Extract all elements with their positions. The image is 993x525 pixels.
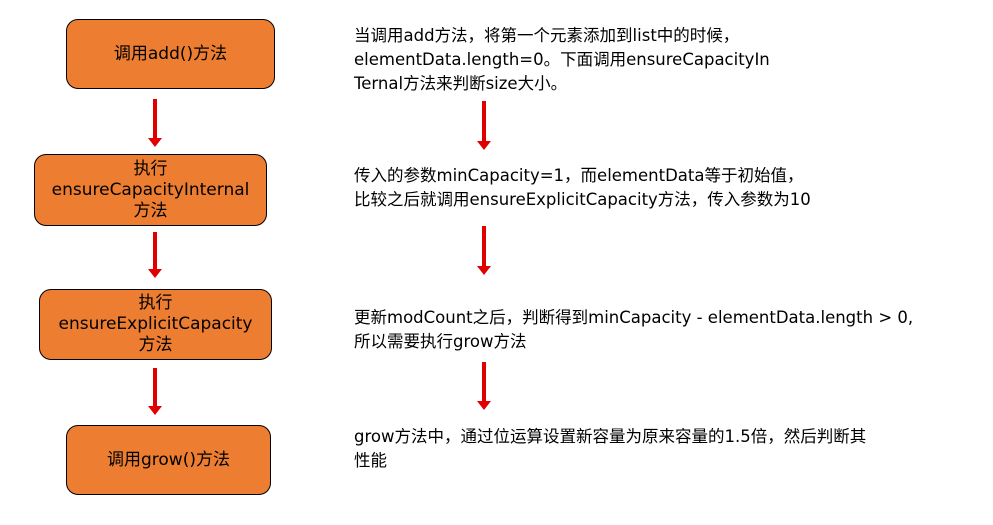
note-ensure-explicit-capacity: 更新modCount之后，判断得到minCapacity - elementDa… — [354, 306, 913, 354]
note-add-line-2: elementData.length=0。下面调用ensureCapacityI… — [354, 50, 770, 69]
right-arrow-3 — [477, 362, 491, 410]
note-grow-line-1: grow方法中，通过位运算设置新容量为原来容量的1.5倍，然后判断其 — [354, 427, 867, 446]
step-box-add: 调用add()方法 — [66, 19, 275, 89]
step-box-ensure-explicit-capacity: 执行 ensureExplicitCapacity 方法 — [39, 289, 272, 360]
left-arrow-1 — [148, 99, 162, 147]
note-eec-line-1: 更新modCount之后，判断得到minCapacity - elementDa… — [354, 308, 914, 327]
step-box-add-line-1: 调用add()方法 — [113, 43, 228, 64]
right-arrow-2 — [477, 226, 491, 275]
note-add: 当调用add方法，将第一个元素添加到list中的时候， elementData.… — [354, 24, 770, 96]
note-add-line-1: 当调用add方法，将第一个元素添加到list中的时候， — [354, 26, 740, 45]
step-box-eec-line-3: 方法 — [138, 335, 173, 355]
right-arrow-1 — [477, 101, 491, 150]
note-eec-line-2: 所以需要执行grow方法 — [354, 332, 527, 351]
left-arrow-2 — [148, 232, 162, 278]
left-arrow-3 — [148, 368, 162, 415]
step-box-eec-line-2: ensureExplicitCapacity — [58, 314, 253, 334]
step-box-ensure-capacity-internal: 执行 ensureCapacityInternal 方法 — [34, 154, 267, 226]
note-add-line-3: Ternal方法来判断size大小。 — [354, 74, 568, 93]
note-grow-line-2: 性能 — [354, 451, 387, 470]
step-box-eci-line-1: 执行 — [133, 158, 168, 179]
step-box-grow-line-1: 调用grow()方法 — [107, 449, 230, 470]
note-eci-line-1: 传入的参数minCapacity=1，而elementData等于初始值， — [354, 166, 804, 185]
step-box-eci-line-3: 方法 — [133, 200, 168, 221]
step-box-grow: 调用grow()方法 — [66, 425, 271, 495]
step-box-eci-line-2: ensureCapacityInternal — [51, 179, 250, 200]
step-box-eec-line-1: 执行 — [138, 293, 173, 313]
note-grow: grow方法中，通过位运算设置新容量为原来容量的1.5倍，然后判断其 性能 — [354, 425, 866, 473]
note-ensure-capacity-internal: 传入的参数minCapacity=1，而elementData等于初始值， 比较… — [354, 164, 811, 212]
note-eci-line-2: 比较之后就调用ensureExplicitCapacity方法，传入参数为10 — [354, 190, 811, 209]
